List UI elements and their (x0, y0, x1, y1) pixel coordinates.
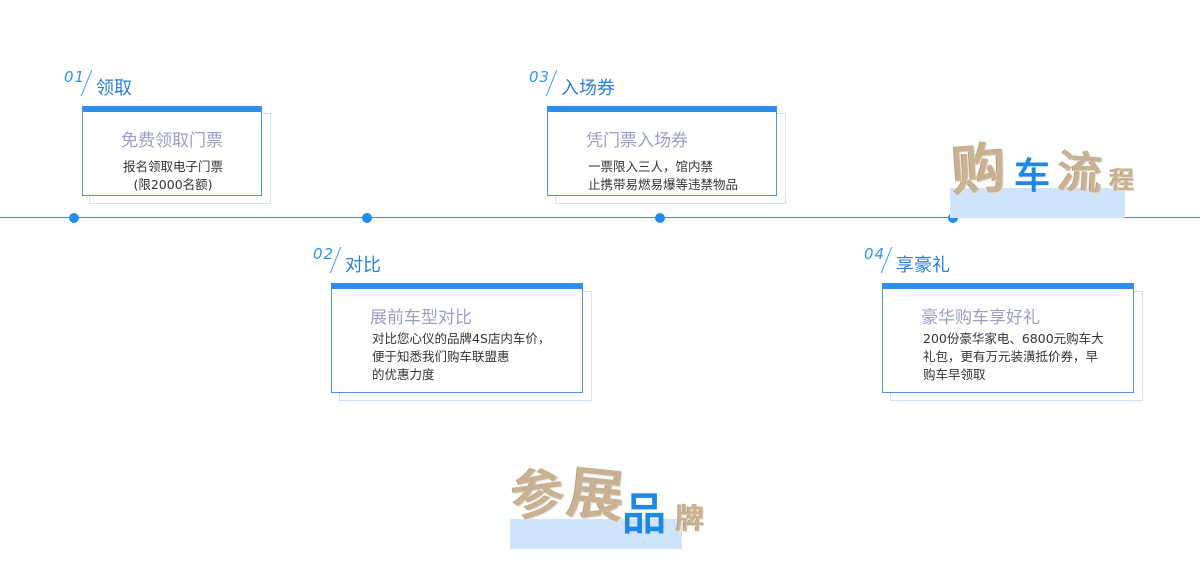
step-number: 02 (313, 245, 335, 263)
heading-highlight (950, 188, 1125, 218)
step-title: 领取 (96, 78, 132, 99)
card-title: 展前车型对比 (370, 308, 472, 328)
heading-char: 品 (622, 489, 666, 540)
step-title: 入场券 (561, 78, 615, 99)
card-body: 报名领取电子门票 (限2000名额) (123, 158, 223, 194)
card-title: 凭门票入场券 (586, 131, 688, 151)
card-line: 便于知悉我们购车联盟惠 (372, 349, 510, 364)
card-line: 礼包，更有万元装潢抵价券，早 (923, 349, 1099, 364)
timeline-dot (655, 213, 665, 223)
card-body: 200份豪华家电、6800元购车大 礼包，更有万元装潢抵价券，早 购车早领取 (923, 330, 1104, 384)
timeline-dot (948, 213, 958, 223)
heading-char: 牌 (676, 502, 705, 535)
step-number: 01 (64, 68, 86, 86)
card-title: 免费领取门票 (121, 131, 223, 151)
step-card: 展前车型对比 对比您心仪的品牌4S店内车价， 便于知悉我们购车联盟惠 的优惠力度 (331, 283, 583, 393)
step-card: 免费领取门票 报名领取电子门票 (限2000名额) (82, 106, 262, 196)
timeline-dot (362, 213, 372, 223)
heading-char: 展 (564, 459, 628, 531)
card-line: (限2000名额) (133, 177, 213, 192)
timeline-dot (69, 213, 79, 223)
heading-char: 流 (1056, 146, 1104, 201)
card-line: 200份豪华家电、6800元购车大 (923, 331, 1104, 346)
card-line: 一票限入三人，馆内禁 (588, 159, 714, 174)
step-title: 对比 (345, 255, 381, 276)
step-card: 凭门票入场券 一票限入三人，馆内禁 止携带易燃易爆等违禁物品 (547, 106, 777, 196)
step-title: 享豪礼 (896, 255, 950, 276)
heading-char: 程 (1110, 165, 1134, 194)
heading-char: 购 (949, 135, 1009, 203)
card-line: 止携带易燃易爆等违禁物品 (588, 177, 739, 192)
card-line: 对比您心仪的品牌4S店内车价， (372, 331, 551, 346)
heading-highlight (510, 519, 682, 549)
card-line: 购车早领取 (923, 367, 986, 382)
timeline-line (0, 217, 1200, 218)
card-title: 豪华购车享好礼 (921, 308, 1040, 328)
brands-heading: 参 展 品 牌 (507, 459, 730, 550)
step-card: 豪华购车享好礼 200份豪华家电、6800元购车大 礼包，更有万元装潢抵价券，早… (882, 283, 1134, 393)
heading-char: 参 (507, 460, 568, 529)
heading-char: 车 (1014, 155, 1051, 197)
card-body: 对比您心仪的品牌4S店内车价， 便于知悉我们购车联盟惠 的优惠力度 (372, 330, 550, 384)
card-line: 的优惠力度 (372, 367, 435, 382)
card-line: 报名领取电子门票 (123, 159, 224, 174)
step-number: 04 (864, 245, 886, 263)
process-heading: 购 车 流 程 (949, 135, 1150, 220)
step-number: 03 (529, 68, 551, 86)
card-body: 一票限入三人，馆内禁 止携带易燃易爆等违禁物品 (588, 158, 738, 194)
